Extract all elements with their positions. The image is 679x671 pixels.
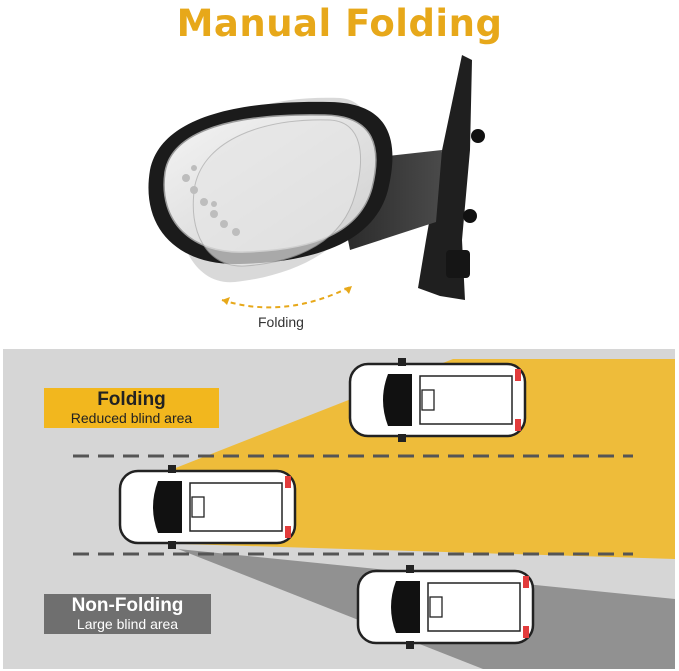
car-top — [348, 358, 527, 442]
mount-knob-icon — [463, 209, 477, 223]
mirror-mount — [418, 55, 472, 300]
non-folding-badge-title: Non-Folding — [71, 595, 184, 616]
folding-badge-subtitle: Reduced blind area — [70, 410, 193, 426]
side-mirror-illustration — [148, 55, 485, 309]
folding-arrow-icon — [221, 285, 353, 309]
mount-knob-icon — [471, 129, 485, 143]
car-bottom — [356, 565, 535, 649]
non-folding-badge-subtitle: Large blind area — [76, 616, 179, 632]
folding-badge: Folding Reduced blind area — [44, 388, 219, 428]
connector-plug — [446, 250, 470, 278]
turn-signal-icon — [182, 165, 240, 236]
folding-badge-title: Folding — [97, 389, 166, 410]
car-own — [118, 465, 297, 549]
folding-caption: Folding — [258, 314, 304, 330]
non-folding-badge: Non-Folding Large blind area — [44, 594, 211, 634]
folding-view-zone — [173, 359, 675, 559]
page-title: Manual Folding — [176, 2, 503, 45]
